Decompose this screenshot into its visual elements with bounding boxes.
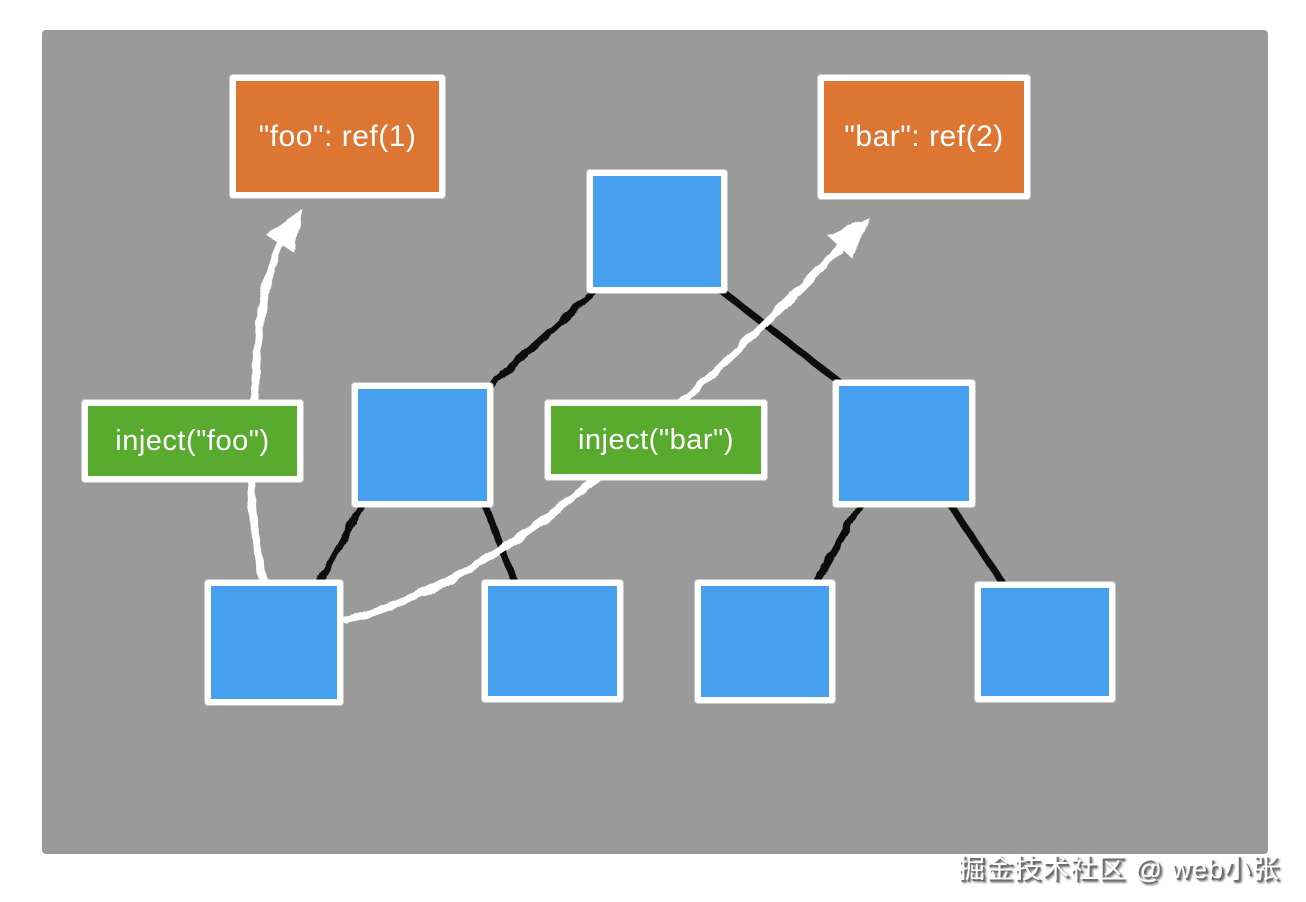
inject-bar-label: inject("bar") (577, 423, 735, 456)
tree-edges (314, 284, 1006, 590)
inject-bar-box: inject("bar") (545, 400, 767, 480)
edge-child2-grandchild3 (810, 498, 866, 590)
provide-bar-label: "bar": ref(2) (844, 120, 1004, 153)
inject-foo-arrow (247, 216, 298, 586)
edge-child1-grandchild1 (314, 498, 368, 590)
edge-child2-grandchild4 (946, 500, 1006, 586)
component-node-root (587, 170, 727, 293)
provide-bar-box: "bar": ref(2) (818, 75, 1030, 199)
edge-root-child1 (486, 284, 602, 390)
provide-foo-label: "foo": ref(1) (258, 119, 417, 153)
component-node-grandchild3 (695, 580, 835, 703)
component-node-grandchild4 (975, 582, 1115, 702)
watermark: 掘金技术社区 @ web小张 (958, 854, 1280, 884)
inject-foo-box: inject("foo") (82, 400, 303, 482)
edge-child1-grandchild2 (480, 498, 520, 590)
edge-root-child2 (714, 284, 846, 388)
inject-bar-arrowhead (828, 217, 869, 259)
component-node-grandchild1 (205, 580, 343, 705)
connector-layer (247, 208, 1006, 624)
diagram-canvas: "foo": ref(1) "bar": ref(2) inject("foo"… (42, 30, 1268, 854)
component-node-grandchild2 (482, 580, 623, 702)
component-node-child1 (352, 383, 493, 507)
provide-foo-box: "foo": ref(1) (230, 75, 445, 198)
inject-foo-label: inject("foo") (115, 424, 270, 457)
component-node-child2 (833, 380, 975, 507)
inject-foo-arrowhead (265, 208, 303, 253)
